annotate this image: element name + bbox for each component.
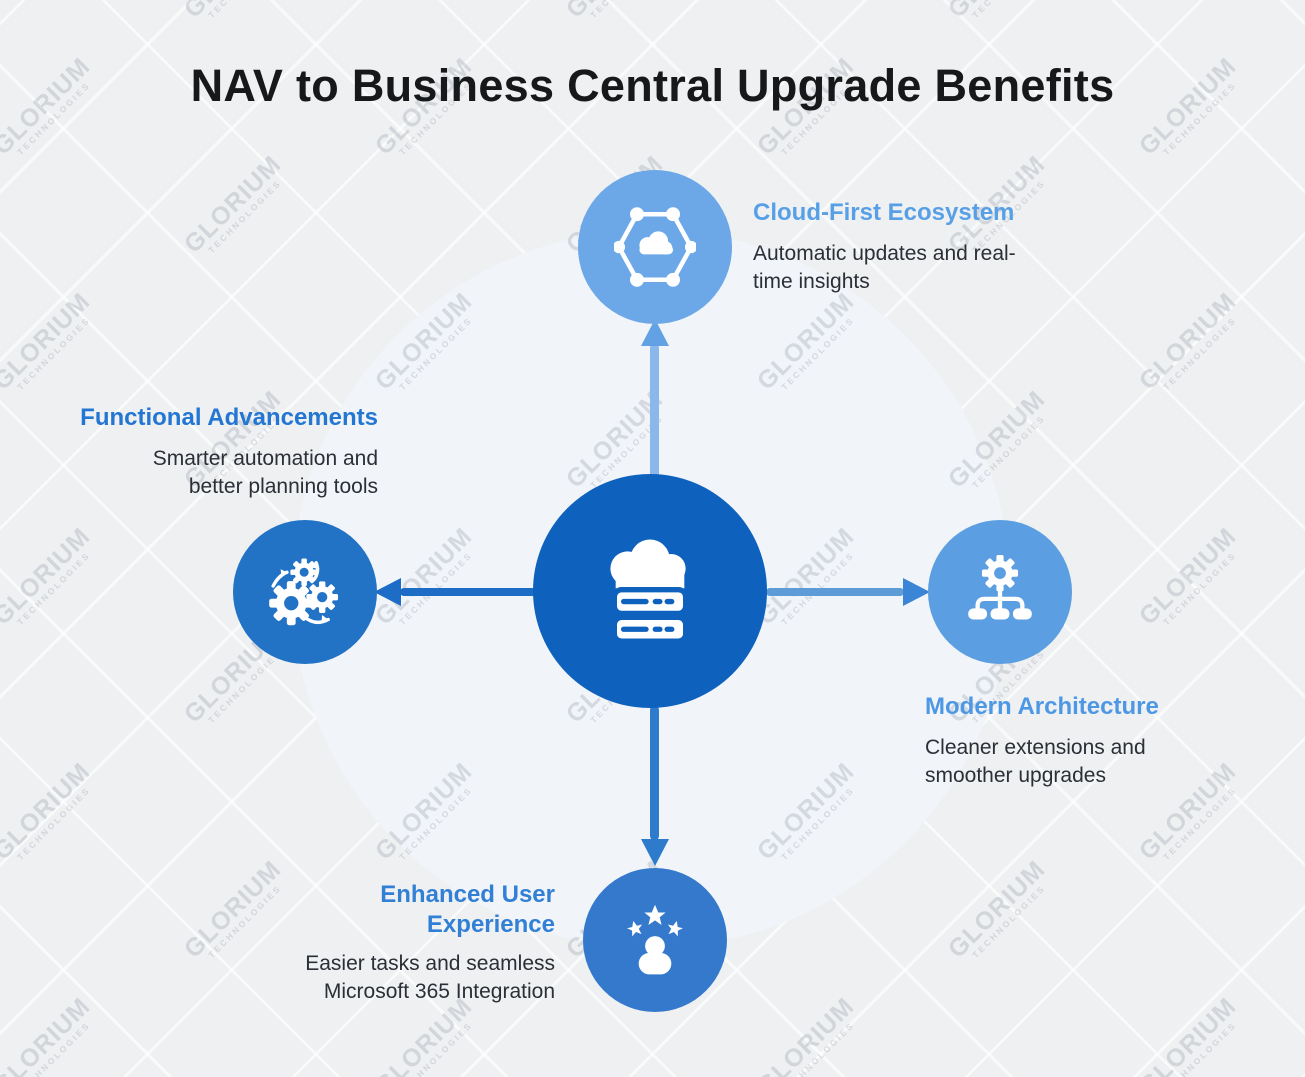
benefit-description: Automatic updates and real-time insights [753, 242, 1016, 293]
benefit-title: Cloud-First Ecosystem [753, 199, 1015, 226]
cloud-first-circle [578, 170, 732, 324]
enhanced-ux-block: Enhanced User Experience Easier tasks an… [289, 880, 555, 1006]
arrow-line [650, 344, 659, 482]
cloud-server-icon [610, 539, 689, 644]
page-title: NAV to Business Central Upgrade Benefits [190, 60, 1115, 111]
arrow-head-icon [903, 578, 930, 606]
modern-architecture-circle [928, 520, 1072, 664]
gear-hierarchy-icon [968, 555, 1032, 620]
benefit-title: Enhanced User Experience [380, 881, 555, 938]
arrow-line [400, 588, 536, 596]
arrow-head-icon [374, 578, 401, 606]
cloud-network-icon [614, 207, 696, 287]
arrow-head-icon [641, 839, 669, 866]
cloud-first-block: Cloud-First Ecosystem Automatic updates … [753, 198, 1045, 296]
benefit-title: Functional Advancements [80, 404, 378, 431]
gears-automation-icon [269, 558, 339, 626]
functional-advancements-circle [233, 520, 377, 664]
center-hub-circle [533, 474, 767, 708]
modern-architecture-block: Modern Architecture Cleaner extensions a… [925, 692, 1171, 790]
user-stars-icon [625, 904, 685, 975]
arrow-line [650, 706, 659, 840]
benefit-description: Smarter automation and better planning t… [152, 447, 378, 498]
benefit-description: Cleaner extensions and smoother upgrades [925, 736, 1146, 787]
functional-advancements-block: Functional Advancements Smarter automati… [80, 403, 378, 501]
enhanced-ux-circle [583, 868, 727, 1012]
arrow-line [766, 588, 904, 596]
benefit-title: Modern Architecture [925, 693, 1159, 720]
benefit-description: Easier tasks and seamless Microsoft 365 … [305, 952, 555, 1003]
